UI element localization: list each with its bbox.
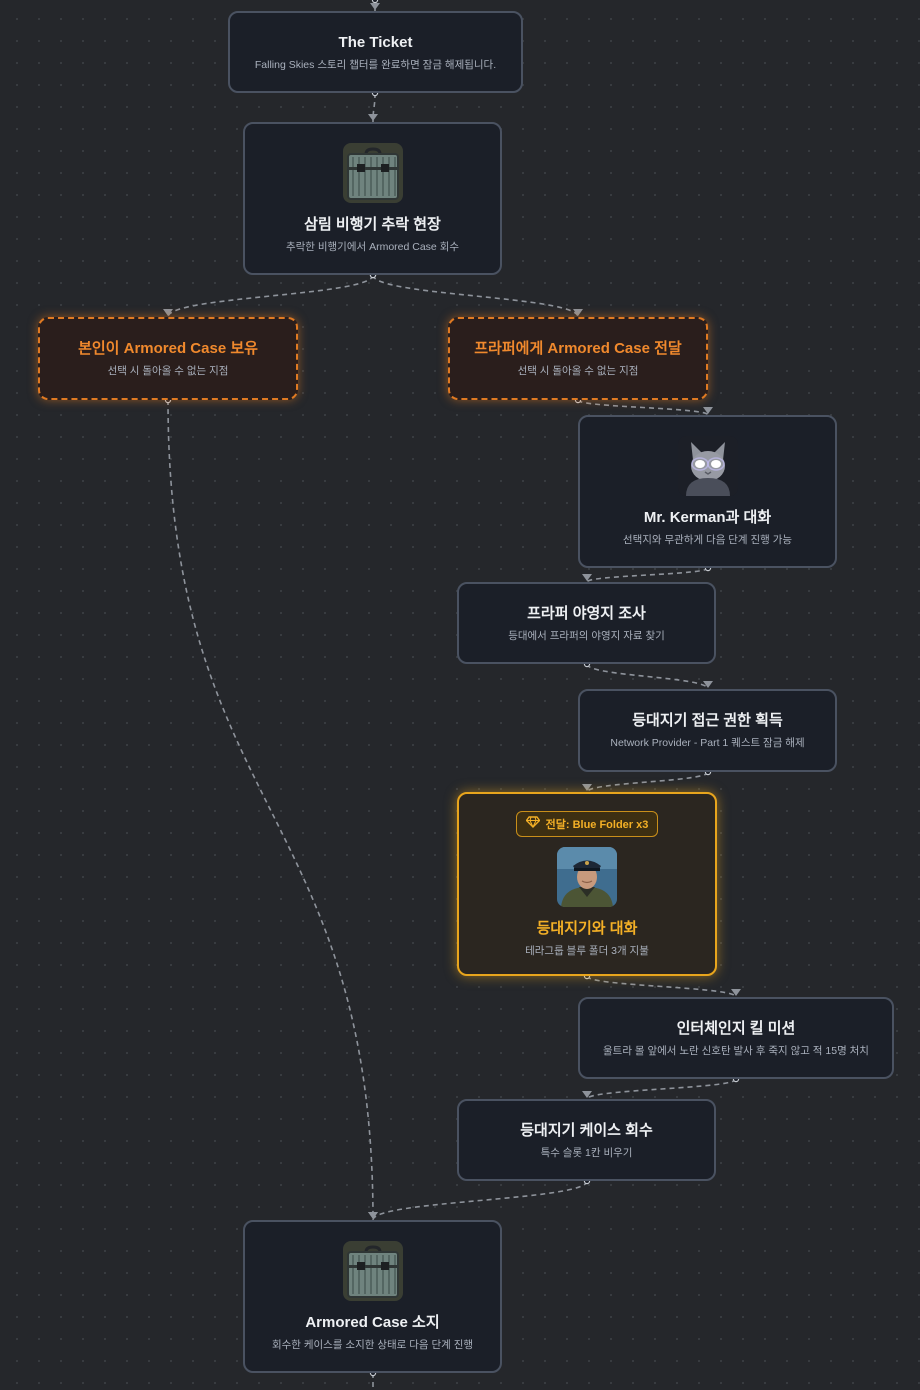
- node-title: 등대지기 케이스 회수: [520, 1121, 653, 1139]
- mr-kerman-portrait: [677, 436, 738, 496]
- node-the-ticket[interactable]: The Ticket Falling Skies 스토리 챕터를 완료하면 잠금…: [228, 11, 523, 93]
- node-desc: Falling Skies 스토리 챕터를 완료하면 잠금 해제됩니다.: [254, 58, 497, 71]
- edge-connector: [167, 399, 374, 1221]
- node-title: 삼림 비행기 추락 현장: [304, 216, 441, 233]
- node-title: 본인이 Armored Case 보유: [78, 340, 258, 357]
- node-interchange-kill-mission[interactable]: 인터체인지 킬 미션 울트라 몰 앞에서 노란 신호탄 발사 후 죽지 않고 적…: [578, 997, 894, 1079]
- edge-connector: [372, 274, 579, 318]
- node-desc: 선택 시 돌아올 수 없는 지점: [107, 365, 229, 377]
- node-prapor-camp[interactable]: 프라퍼 야영지 조사 등대에서 프라퍼의 야영지 자료 찾기: [457, 582, 716, 664]
- node-lightkeeper-access[interactable]: 등대지기 접근 권한 획득 Network Provider - Part 1 …: [578, 689, 837, 772]
- node-own-armored-case[interactable]: Armored Case 소지 회수한 케이스를 소지한 상태로 다음 단계 진…: [243, 1220, 502, 1373]
- node-desc: Network Provider - Part 1 퀘스트 잠금 해제: [610, 737, 805, 749]
- node-title: 등대지기와 대화: [536, 919, 638, 937]
- edge-connector: [586, 1078, 737, 1100]
- edge-arrow-icon: [370, 3, 380, 10]
- edge-connector: [577, 399, 709, 416]
- node-give-case-choice[interactable]: 프라퍼에게 Armored Case 전달 선택 시 돌아올 수 없는 지점: [448, 317, 708, 400]
- requirement-badge: 전달: Blue Folder x3: [515, 810, 659, 837]
- node-title: Armored Case 소지: [305, 1314, 440, 1331]
- node-desc: 등대에서 프라퍼의 야영지 자료 찾기: [508, 629, 665, 642]
- edge-arrow-icon: [582, 784, 592, 791]
- badge-label: 전달: Blue Folder x3: [545, 818, 649, 831]
- node-lightkeeper-talk[interactable]: 전달: Blue Folder x3 등대지기와 대화 테라그룹 블루 폴더 3…: [457, 792, 717, 976]
- node-keep-case-choice[interactable]: 본인이 Armored Case 보유 선택 시 돌아올 수 없는 지점: [38, 317, 298, 400]
- edge-arrow-icon: [703, 681, 713, 688]
- lightkeeper-portrait: [557, 846, 617, 907]
- edge-arrow-icon: [368, 114, 378, 121]
- edge-connector: [586, 975, 737, 998]
- node-title: 인터체인지 킬 미션: [676, 1019, 796, 1037]
- node-crash-site[interactable]: 삼림 비행기 추락 현장 추락한 비행기에서 Armored Case 회수: [243, 122, 502, 275]
- edge-arrow-icon: [163, 309, 173, 316]
- edge-arrow-icon: [582, 1091, 592, 1098]
- node-title: 프라퍼 야영지 조사: [527, 604, 646, 622]
- edge-arrow-icon: [703, 407, 713, 414]
- node-title: The Ticket: [338, 33, 413, 51]
- node-retrieve-case[interactable]: 등대지기 케이스 회수 특수 슬롯 1칸 비우기: [457, 1099, 716, 1181]
- edge-arrow-icon: [731, 989, 741, 996]
- armored-case-icon: [342, 143, 403, 203]
- node-desc: 추락한 비행기에서 Armored Case 회수: [285, 241, 460, 253]
- node-desc: 회수한 케이스를 소지한 상태로 다음 단계 진행: [271, 1339, 474, 1351]
- node-title: 등대지기 접근 권한 획득: [632, 712, 783, 729]
- edge-arrow-icon: [368, 1212, 378, 1219]
- node-desc: 테라그룹 블루 폴더 3개 지불: [525, 944, 649, 957]
- node-mr-kerman[interactable]: Mr. Kerman과 대화 선택지와 무관하게 다음 단계 진행 가능: [578, 415, 837, 568]
- edge-connector: [586, 663, 709, 690]
- edge-connector: [586, 567, 709, 583]
- node-desc: 울트라 몰 앞에서 노란 신호탄 발사 후 죽지 않고 적 15명 처치: [603, 1044, 869, 1057]
- edge-arrow-icon: [582, 574, 592, 581]
- gem-icon: [525, 816, 540, 831]
- node-desc: 특수 슬롯 1칸 비우기: [540, 1146, 633, 1159]
- edge-connector: [372, 92, 376, 123]
- edge-connector: [586, 771, 709, 793]
- node-title: 프라퍼에게 Armored Case 전달: [474, 340, 682, 357]
- edge-connector: [372, 1180, 588, 1221]
- node-desc: 선택지와 무관하게 다음 단계 진행 가능: [622, 534, 793, 546]
- edge-connector: [167, 274, 374, 318]
- edge-source-handle[interactable]: [371, 0, 379, 4]
- node-title: Mr. Kerman과 대화: [643, 509, 772, 526]
- edge-arrow-icon: [573, 309, 583, 316]
- armored-case-icon: [342, 1241, 403, 1301]
- node-desc: 선택 시 돌아올 수 없는 지점: [517, 365, 639, 377]
